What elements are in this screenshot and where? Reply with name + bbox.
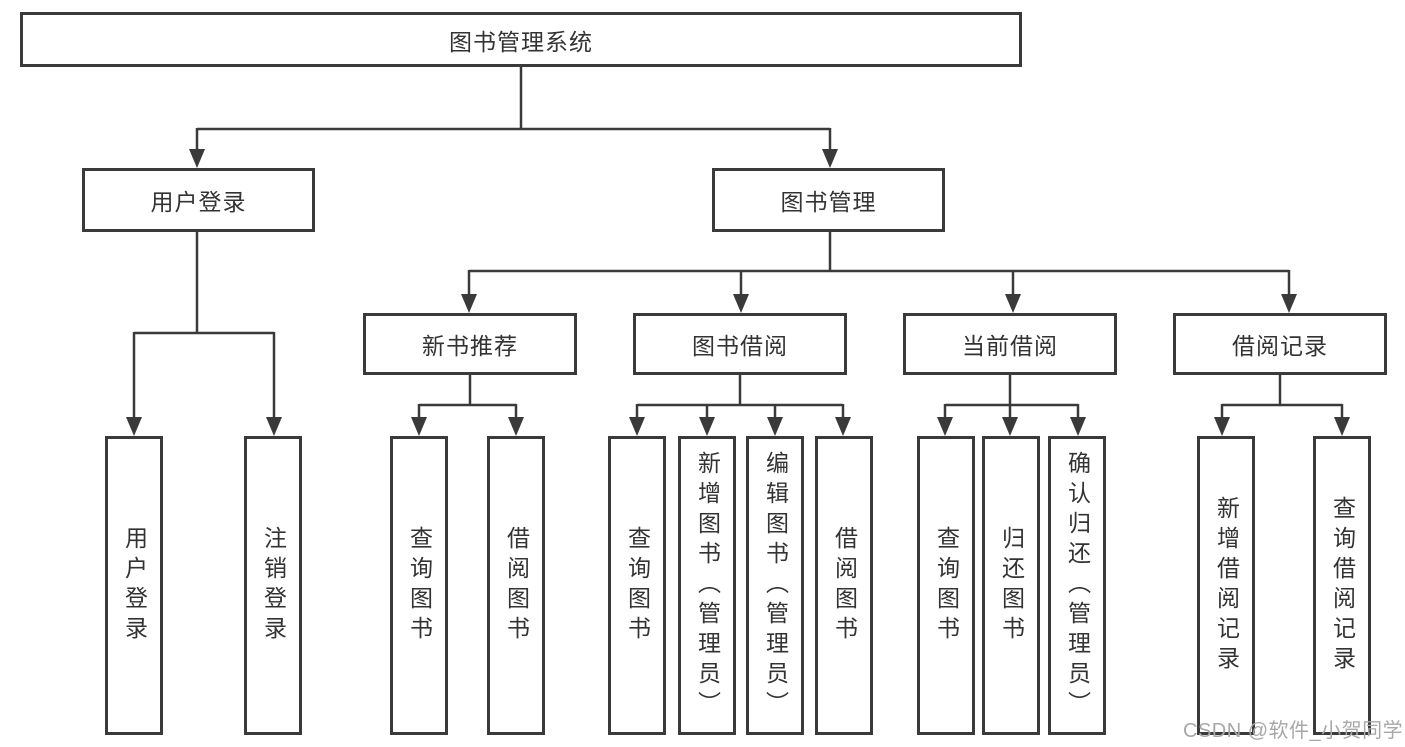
leaf-label: 新增借阅记录 [1213,495,1240,676]
leaf-label: 查询图书 [406,525,433,646]
leaf-label: 查询图书 [933,525,960,646]
leaf-current-query-books: 查询图书 [917,436,975,735]
leaf-label: 归还图书 [998,525,1025,646]
leaf-logout: 注销登录 [244,436,302,735]
node-current-borrowing: 当前借阅 [903,313,1117,375]
node-book-borrowing: 图书借阅 [633,313,847,375]
csdn-watermark: CSDN @软件_小贺同学 [1183,720,1404,742]
node-borrowing-records: 借阅记录 [1173,313,1387,375]
leaf-label: 用户登录 [121,525,148,646]
leaf-label: 查询图书 [624,525,651,646]
node-new-book-recommend: 新书推荐 [363,313,577,375]
node-user-login: 用户登录 [82,168,315,232]
leaf-recommend-query-books: 查询图书 [390,436,448,735]
leaf-borrow-query-books: 查询图书 [608,436,666,735]
leaf-recommend-borrow-books: 借阅图书 [487,436,545,735]
leaf-borrow-books: 借阅图书 [815,436,873,735]
leaf-edit-books-admin: 编辑图书（管理员） [746,436,804,735]
leaf-label: 确认归还（管理员） [1064,450,1091,721]
leaf-label: 查询借阅记录 [1329,495,1356,676]
leaf-label: 编辑图书（管理员） [762,450,789,721]
leaf-add-books-admin: 新增图书（管理员） [678,436,736,735]
leaf-confirm-return-admin: 确认归还（管理员） [1048,436,1106,735]
node-root-library-system: 图书管理系统 [20,12,1022,67]
leaf-label: 借阅图书 [831,525,858,646]
leaf-user-login: 用户登录 [105,436,163,735]
leaf-return-books: 归还图书 [982,436,1040,735]
node-book-management: 图书管理 [712,168,945,232]
leaf-label: 新增图书（管理员） [694,450,721,721]
leaf-label: 注销登录 [260,525,287,646]
leaf-label: 借阅图书 [503,525,530,646]
leaf-query-borrow-record: 查询借阅记录 [1313,436,1371,735]
leaf-add-borrow-record: 新增借阅记录 [1197,436,1255,735]
